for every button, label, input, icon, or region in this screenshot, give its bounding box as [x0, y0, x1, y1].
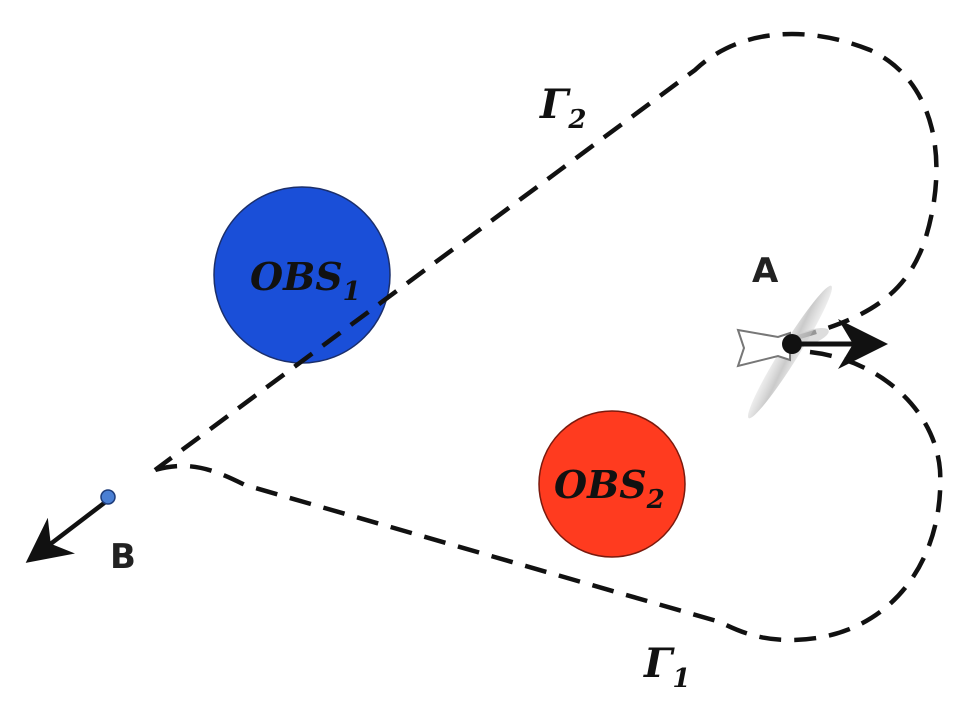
obstacle-2-label: OBS2 [554, 462, 665, 515]
path-gamma-2-label: Γ2 [539, 81, 587, 135]
goal-heading-arrow-icon [25, 495, 114, 563]
goal-point-label: B [110, 537, 136, 577]
goal-point-marker [100, 489, 116, 505]
drone-icon [736, 285, 833, 419]
path-gamma-2 [153, 31, 939, 472]
obstacle-2 [538, 410, 686, 558]
start-point-label: A [752, 251, 779, 291]
obstacle-1-label: OBS1 [250, 254, 361, 307]
path-gamma-1 [154, 349, 943, 643]
path-gamma-1-label: Γ1 [643, 640, 691, 694]
